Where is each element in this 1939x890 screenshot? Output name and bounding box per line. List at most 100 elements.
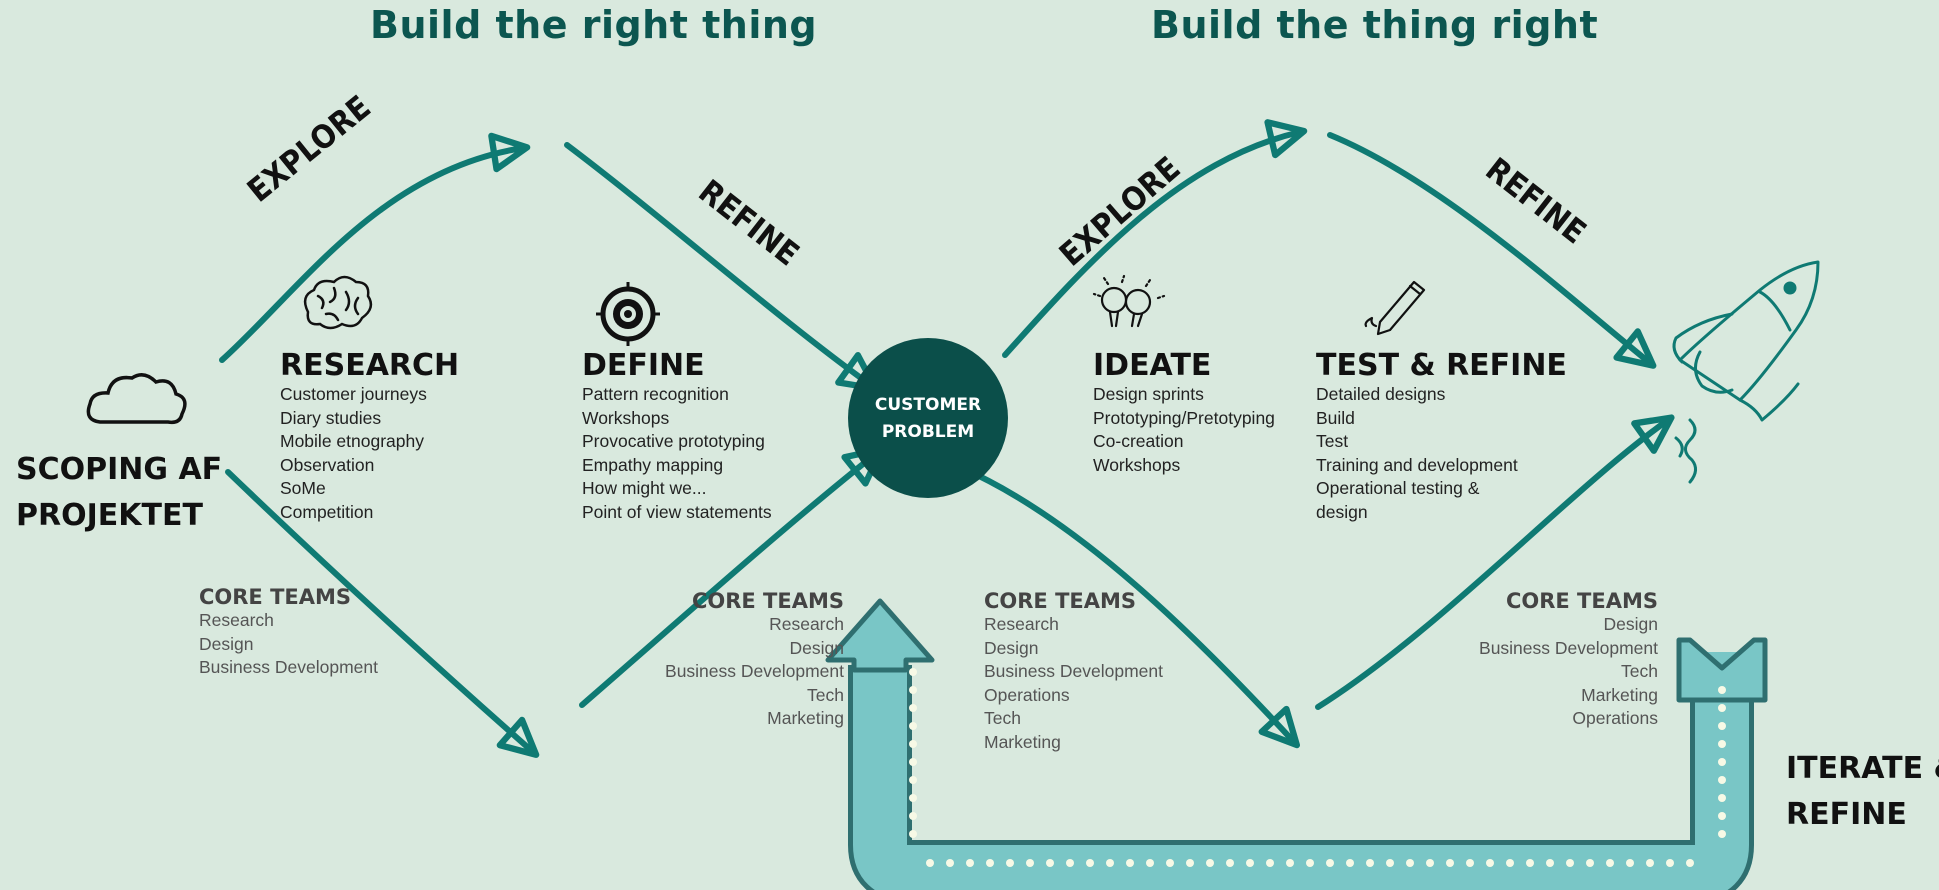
stage-title-ideate: IDEATE: [1093, 348, 1212, 383]
test-list: Detailed designs Build Test Training and…: [1316, 383, 1567, 524]
loop-light-dot: [1718, 794, 1726, 802]
list-item: Marketing: [767, 708, 844, 728]
core-team-list: Design Business Development Tech Marketi…: [1446, 613, 1658, 731]
loop-light-dot: [909, 776, 917, 784]
loop-light-dot: [1506, 859, 1514, 867]
list-item: Training and development: [1316, 454, 1518, 475]
cloud-icon: [86, 373, 187, 425]
core-team-list: Research Design Business Development: [199, 609, 378, 680]
list-item: Operational testing &: [1316, 478, 1480, 498]
loop-light-dot: [1718, 686, 1726, 694]
brain-icon: [303, 275, 373, 330]
list-item: Business Development: [199, 657, 378, 677]
core-team-3: CORE TEAMS Research Design Business Deve…: [984, 589, 1163, 754]
core-team-list: Research Design Business Development Tec…: [640, 613, 844, 731]
bottom-explore-arrow-1: [225, 469, 540, 758]
loop-light-dot: [1226, 859, 1234, 867]
stage-ideate: IDEATE Design sprints Prototyping/Pretot…: [1093, 348, 1275, 477]
core-team-2: CORE TEAMS Research Design Business Deve…: [640, 589, 844, 731]
customer-problem-circle: [848, 338, 1008, 498]
core-team-4: CORE TEAMS Design Business Development T…: [1446, 589, 1658, 731]
scoping-label-line2: PROJEKTET: [16, 498, 203, 533]
list-item: Competition: [280, 501, 374, 522]
loop-light-dot: [909, 686, 917, 694]
list-item: Build: [1316, 407, 1355, 428]
loop-light-dot: [909, 758, 917, 766]
loop-light-dot: [1286, 859, 1294, 867]
list-item: Research: [769, 614, 844, 634]
scoping-label: SCOPING AF PROJEKTET: [16, 447, 222, 539]
stage-title-define: DEFINE: [582, 348, 705, 383]
list-item: Design: [199, 633, 254, 654]
loop-light-dot: [1106, 859, 1114, 867]
loop-light-dot: [926, 859, 934, 867]
list-item: Research: [984, 614, 1059, 634]
stage-title-test: TEST & REFINE: [1316, 348, 1567, 383]
list-item: SoMe: [280, 478, 326, 498]
iterate-loop-arrow: [825, 598, 1768, 890]
heading-build-right-thing: Build the right thing: [370, 3, 818, 47]
loop-light-dot: [1326, 859, 1334, 867]
bottom-refine-arrow-2: [1315, 414, 1675, 710]
list-item: Design: [984, 637, 1039, 658]
list-item: Observation: [280, 454, 375, 475]
loop-light-dot: [1166, 859, 1174, 867]
loop-light-dot: [1546, 859, 1554, 867]
list-item: Workshops: [582, 407, 670, 428]
list-item: Tech: [807, 684, 844, 705]
list-item: Provocative prototyping: [582, 431, 765, 451]
research-list: Customer journeys Diary studies Mobile e…: [280, 383, 459, 524]
loop-light-dot: [909, 794, 917, 802]
list-item: Business Development: [984, 661, 1163, 681]
list-item: Diary studies: [280, 407, 382, 428]
iterate-refine-label: ITERATE & REFINE: [1786, 746, 1939, 838]
list-item: Research: [199, 610, 274, 630]
loop-light-dot: [1718, 830, 1726, 838]
loop-light-dot: [909, 704, 917, 712]
loop-light-dot: [1718, 812, 1726, 820]
core-team-title: CORE TEAMS: [691, 589, 844, 613]
core-team-1: CORE TEAMS Research Design Business Deve…: [199, 585, 378, 680]
customer-problem-line1: CUSTOMER: [874, 395, 982, 415]
refine-arrow-2: [1327, 132, 1657, 369]
loop-light-dot: [1566, 859, 1574, 867]
loop-light-dot: [1626, 859, 1634, 867]
list-item: Test: [1316, 431, 1349, 451]
loop-light-dot: [909, 722, 917, 730]
loop-light-dot: [1718, 776, 1726, 784]
lightbulbs-icon: [1092, 274, 1166, 328]
loop-light-dot: [1606, 859, 1614, 867]
list-item: Empathy mapping: [582, 454, 724, 475]
loop-light-dot: [1126, 859, 1134, 867]
loop-light-dot: [1446, 859, 1454, 867]
stage-research: RESEARCH Customer journeys Diary studies…: [280, 348, 459, 524]
list-item: Mobile etnography: [280, 431, 424, 451]
list-item: Detailed designs: [1316, 384, 1446, 404]
list-item: Workshops: [1093, 454, 1181, 475]
list-item: Operations: [1572, 708, 1658, 728]
iterate-label-line1: ITERATE &: [1786, 751, 1939, 786]
loop-light-dot: [1486, 859, 1494, 867]
loop-light-dot: [909, 740, 917, 748]
explore-arrow-2: [1002, 119, 1308, 358]
scoping-label-line1: SCOPING AF: [16, 452, 223, 487]
core-team-title: CORE TEAMS: [199, 585, 352, 609]
pencil-icon: [1364, 280, 1426, 336]
list-item: Point of view statements: [582, 501, 772, 522]
loop-light-dot: [1366, 859, 1374, 867]
loop-light-dot: [1426, 859, 1434, 867]
loop-light-dot: [1306, 859, 1314, 867]
iterate-label-line2: REFINE: [1786, 797, 1907, 832]
customer-problem-label: CUSTOMER PROBLEM: [868, 392, 988, 446]
list-item: Customer journeys: [280, 384, 427, 404]
list-item: Prototyping/Pretotyping: [1093, 407, 1275, 428]
loop-light-dot: [986, 859, 994, 867]
loop-light-dot: [1026, 859, 1034, 867]
loop-light-dot: [1406, 859, 1414, 867]
loop-light-dot: [1146, 859, 1154, 867]
list-item: How might we...: [582, 478, 707, 498]
define-list: Pattern recognition Workshops Provocativ…: [582, 383, 772, 524]
list-item: Design sprints: [1093, 384, 1204, 404]
stage-define: DEFINE Pattern recognition Workshops Pro…: [582, 348, 772, 524]
ideate-list: Design sprints Prototyping/Pretotyping C…: [1093, 383, 1275, 477]
